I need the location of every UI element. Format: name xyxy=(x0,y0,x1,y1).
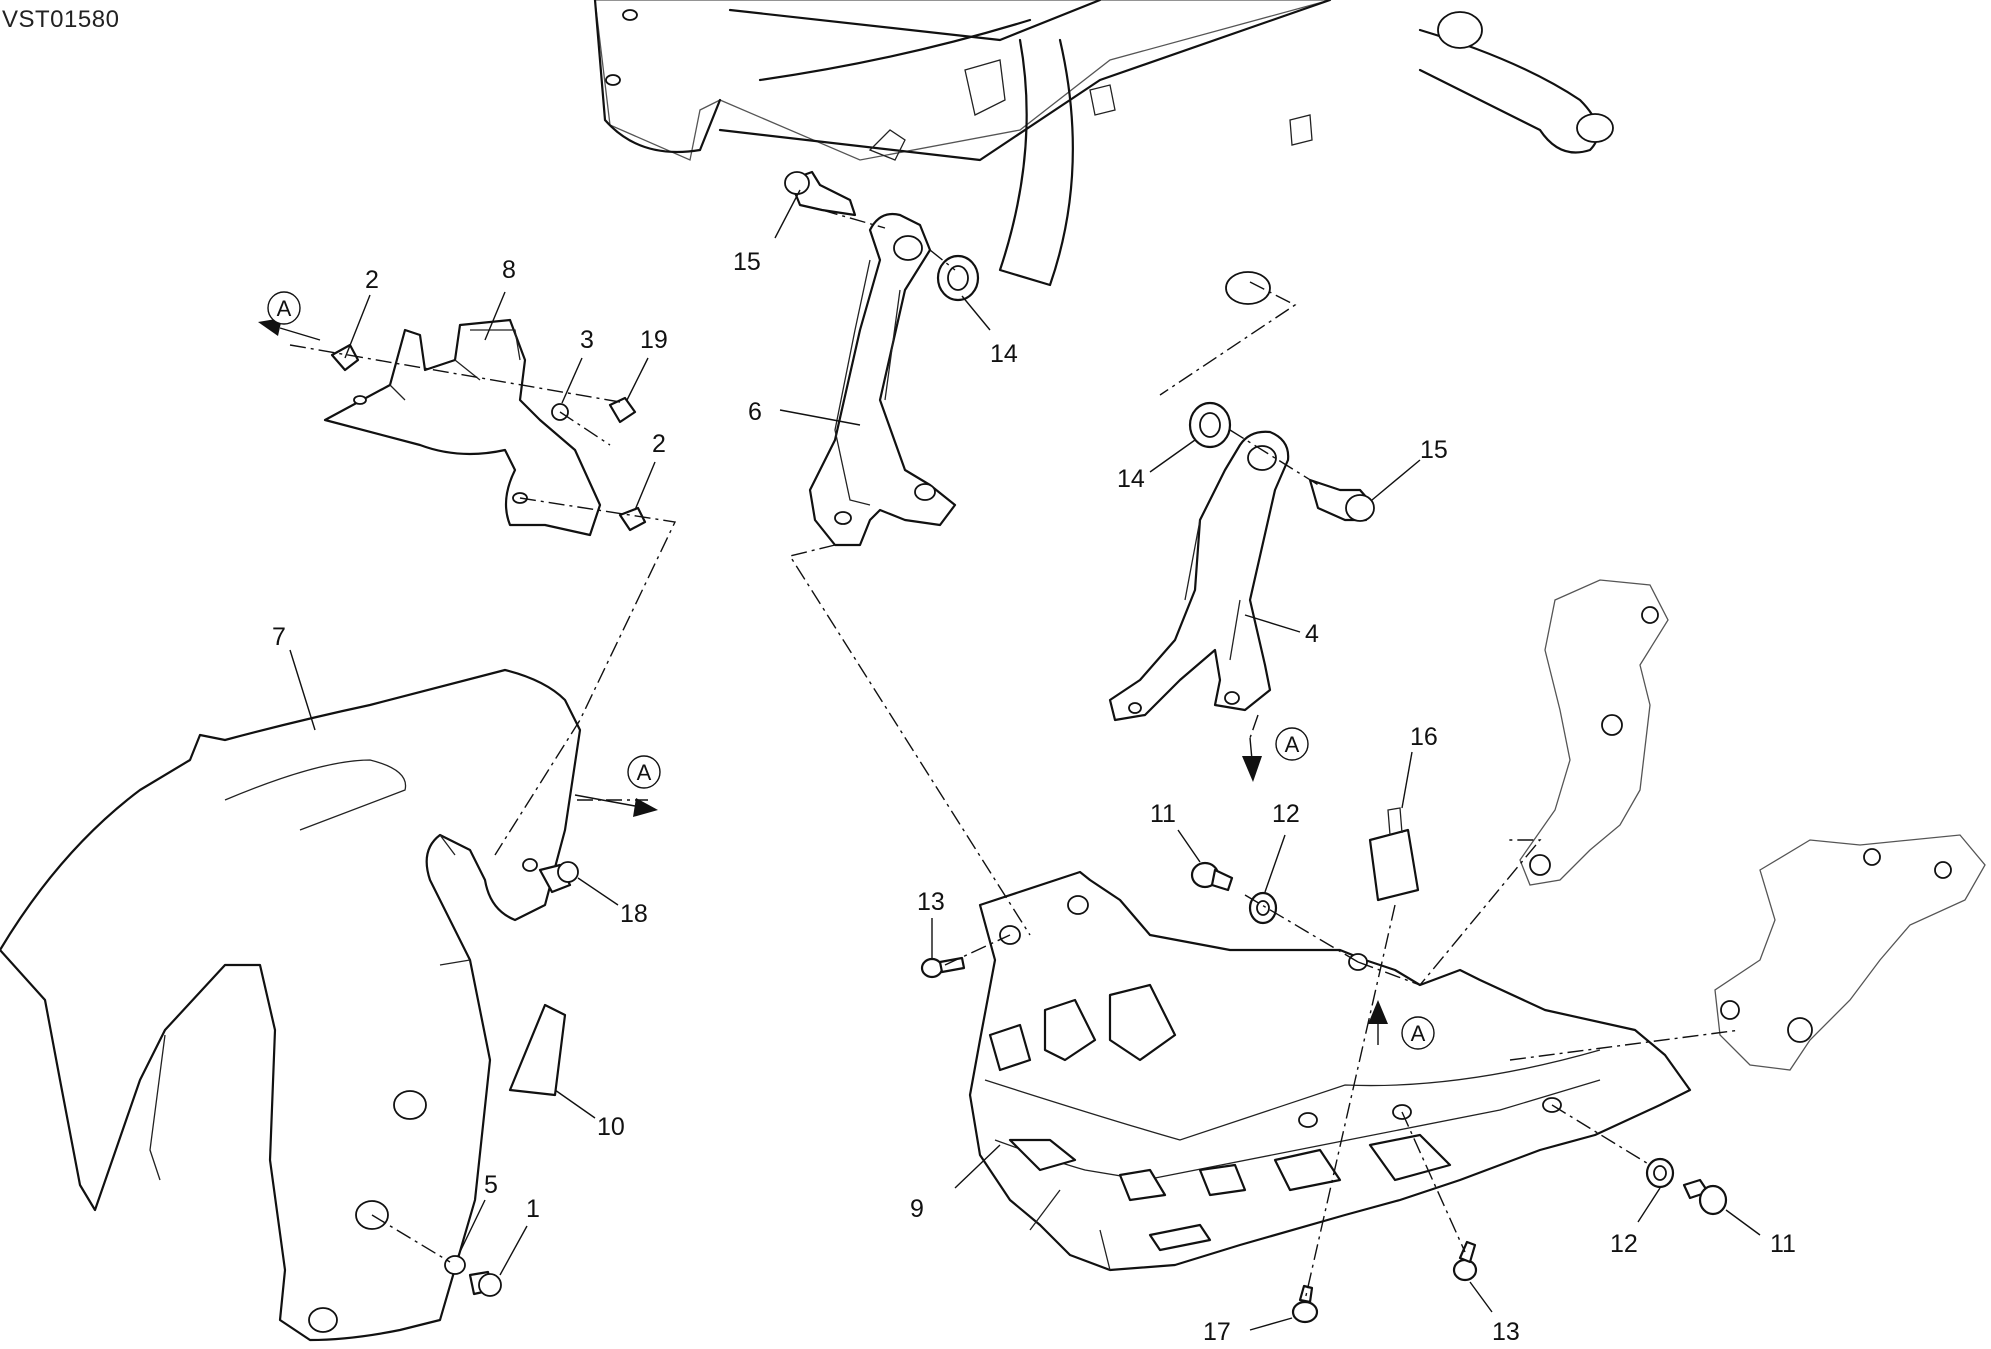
label-19: 19 xyxy=(626,326,668,401)
svg-text:19: 19 xyxy=(640,326,668,354)
label-15-left: 15 xyxy=(733,189,801,276)
drawing-code: VST01580 xyxy=(2,6,120,33)
svg-text:2: 2 xyxy=(365,266,379,294)
label-11-upper: 11 xyxy=(1150,800,1201,863)
label-13-upper: 13 xyxy=(917,888,945,958)
bushing-14-right xyxy=(1188,401,1232,449)
svg-text:15: 15 xyxy=(1420,436,1448,464)
part-6-left-bracket xyxy=(808,212,957,547)
label-2-lower: 2 xyxy=(634,430,666,511)
washer-12-upper xyxy=(1248,891,1278,925)
label-7: 7 xyxy=(272,623,316,731)
reference-mark-a-upper-left: A xyxy=(258,291,321,341)
screw-17 xyxy=(1291,1284,1319,1324)
label-17: 17 xyxy=(1203,1317,1293,1346)
svg-text:11: 11 xyxy=(1770,1230,1796,1258)
svg-text:5: 5 xyxy=(484,1171,498,1199)
label-11-lower: 11 xyxy=(1725,1209,1796,1258)
label-14-right: 14 xyxy=(1117,439,1196,493)
svg-text:12: 12 xyxy=(1272,800,1300,828)
svg-text:14: 14 xyxy=(990,340,1018,368)
screw-11-upper xyxy=(1190,861,1234,892)
label-5: 5 xyxy=(457,1171,498,1257)
label-16: 16 xyxy=(1401,723,1438,809)
part-9-sump-guard xyxy=(968,870,1692,1272)
reference-mark-a-sump-guard: A xyxy=(1368,1000,1435,1050)
label-18: 18 xyxy=(577,877,648,928)
label-12-lower: 12 xyxy=(1610,1187,1661,1258)
svg-text:1: 1 xyxy=(526,1195,540,1223)
screw-1 xyxy=(468,1270,502,1297)
svg-text:16: 16 xyxy=(1410,723,1438,751)
label-8: 8 xyxy=(484,256,516,341)
label-2-upper: 2 xyxy=(344,266,379,359)
screw-13-lower xyxy=(1452,1240,1478,1282)
reference-mark-a-right-bracket: A xyxy=(1242,727,1309,782)
svg-text:A: A xyxy=(637,760,652,785)
svg-text:9: 9 xyxy=(910,1195,924,1223)
svg-text:7: 7 xyxy=(272,623,286,651)
bolt-15-left xyxy=(784,170,857,217)
assembly-lines xyxy=(289,209,1741,1301)
label-10: 10 xyxy=(554,1089,625,1141)
svg-text:3: 3 xyxy=(580,326,594,354)
clip-19 xyxy=(608,396,637,424)
label-15-right: 15 xyxy=(1371,436,1448,501)
svg-text:2: 2 xyxy=(652,430,666,458)
clip-nut-2-lower xyxy=(618,506,647,532)
ghost-bracket-upper xyxy=(1519,579,1669,886)
svg-text:A: A xyxy=(1411,1021,1426,1046)
svg-text:18: 18 xyxy=(620,900,648,928)
svg-text:4: 4 xyxy=(1305,620,1319,648)
part-8-cover xyxy=(323,318,602,537)
part-4-right-bracket xyxy=(1108,430,1290,722)
part-10-sticker xyxy=(508,1003,567,1097)
label-6: 6 xyxy=(748,398,861,426)
frame-assembly xyxy=(593,0,1614,305)
label-13-lower: 13 xyxy=(1469,1281,1520,1346)
washer-5 xyxy=(444,1255,466,1275)
screw-18 xyxy=(538,861,579,894)
svg-text:13: 13 xyxy=(917,888,945,916)
reference-mark-a-mid-left: A xyxy=(574,755,661,817)
svg-text:15: 15 xyxy=(733,248,761,276)
svg-text:14: 14 xyxy=(1117,465,1145,493)
bolt-15-right xyxy=(1308,478,1375,522)
screw-11-lower xyxy=(1682,1178,1728,1216)
svg-text:A: A xyxy=(1285,732,1300,757)
label-4: 4 xyxy=(1244,614,1319,648)
label-1: 1 xyxy=(499,1195,540,1276)
svg-text:11: 11 xyxy=(1150,800,1176,828)
label-9: 9 xyxy=(910,1144,1001,1223)
svg-text:6: 6 xyxy=(748,398,762,426)
label-3: 3 xyxy=(561,326,594,404)
label-12-upper: 12 xyxy=(1264,800,1300,893)
svg-text:17: 17 xyxy=(1203,1318,1231,1346)
svg-text:8: 8 xyxy=(502,256,516,284)
svg-text:12: 12 xyxy=(1610,1230,1638,1258)
ghost-bracket-lower xyxy=(1714,834,1986,1071)
screw-13-upper xyxy=(920,956,966,979)
bushing-14-left xyxy=(936,254,980,302)
svg-text:A: A xyxy=(277,296,292,321)
washer-12-lower xyxy=(1645,1157,1675,1189)
spacer-16 xyxy=(1368,807,1420,902)
svg-text:13: 13 xyxy=(1492,1318,1520,1346)
svg-text:10: 10 xyxy=(597,1113,625,1141)
label-14-left: 14 xyxy=(961,295,1018,368)
part-7-mudguard xyxy=(0,668,582,1342)
